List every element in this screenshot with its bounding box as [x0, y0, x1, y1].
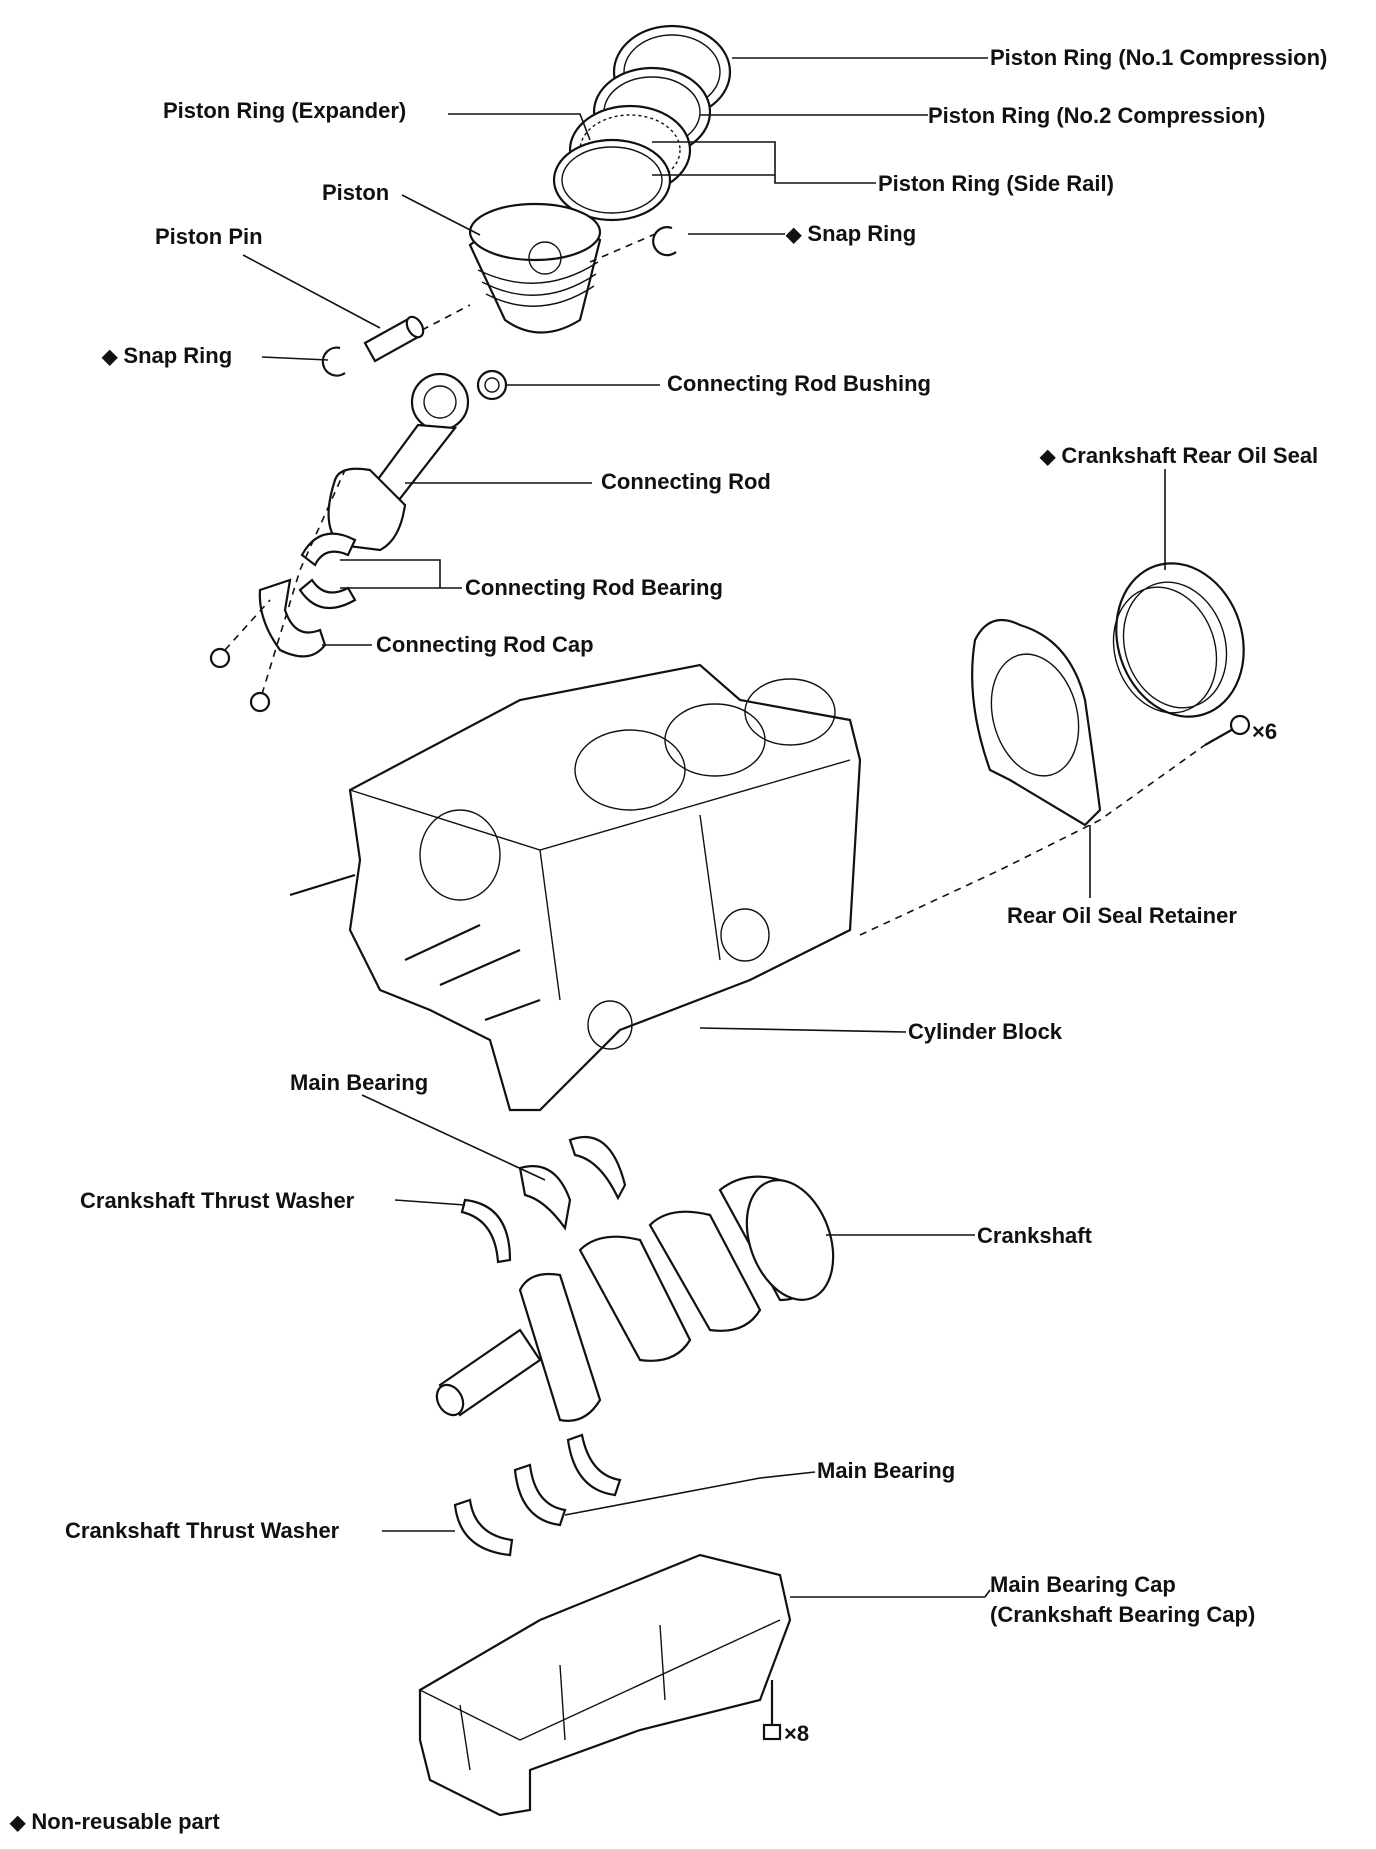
label-cap-bolt-quantity: ×8 — [784, 1721, 810, 1746]
seal-retainer-bolt-icon — [1204, 714, 1251, 746]
piston-pin-icon — [363, 315, 425, 363]
label-piston-pin: Piston Pin — [155, 224, 263, 249]
label-crankshaft-thrust-washer-lower: Crankshaft Thrust Washer — [65, 1518, 340, 1543]
label-piston-ring-side-rail: Piston Ring (Side Rail) — [878, 171, 1114, 196]
piston-ring-side-rail-icon — [552, 138, 672, 222]
main-bearing-lower-right-icon — [566, 1433, 622, 1497]
label-main-bearing-lower: Main Bearing — [817, 1458, 956, 1483]
connecting-rod-cap-icon — [258, 578, 327, 658]
non-reusable-marker: ◆ — [786, 224, 802, 246]
main-bearing-upper-right-icon — [568, 1135, 627, 1201]
rear-oil-seal-retainer-icon — [971, 618, 1102, 827]
main-bearing-cap-icon — [418, 1553, 792, 1817]
rod-nut-lower-icon — [249, 691, 271, 713]
label-crankshaft-bearing-cap: (Crankshaft Bearing Cap) — [990, 1602, 1256, 1627]
snap-ring-left-icon — [321, 346, 346, 377]
label-main-bearing-cap: Main Bearing Cap — [990, 1572, 1176, 1597]
label-piston-ring-expander: Piston Ring (Expander) — [163, 98, 407, 123]
label-main-bearing-upper: Main Bearing — [290, 1070, 429, 1095]
label-piston: Piston — [322, 180, 390, 205]
label-piston-ring-no2: Piston Ring (No.2 Compression) — [928, 103, 1266, 128]
label-crankshaft: Crankshaft — [977, 1223, 1092, 1248]
piston-icon — [468, 202, 602, 334]
label-connecting-rod-cap: Connecting Rod Cap — [376, 632, 594, 657]
snap-ring-right-icon — [652, 226, 677, 257]
connecting-rod-bearing-upper-icon — [300, 532, 357, 567]
connecting-rod-icon — [327, 372, 470, 552]
crankshaft-thrust-washer-lower-icon — [453, 1498, 514, 1557]
non-reusable-marker: ◆ — [10, 1812, 26, 1834]
rod-nut-upper-icon — [209, 647, 231, 669]
label-rear-oil-seal-retainer: Rear Oil Seal Retainer — [1007, 903, 1237, 928]
crankshaft-rear-oil-seal-icon — [1112, 562, 1245, 718]
crankshaft-icon — [435, 1175, 835, 1422]
cylinder-block-icon — [289, 663, 862, 1112]
label-snap-ring-left: ◆Snap Ring — [102, 343, 233, 368]
crankshaft-thrust-washer-upper-icon — [460, 1198, 512, 1264]
label-crankshaft-rear-oil-seal: ◆Crankshaft Rear Oil Seal — [1040, 443, 1319, 468]
non-reusable-marker: ◆ — [102, 346, 118, 368]
main-bearing-upper-left-icon — [518, 1165, 572, 1231]
label-connecting-rod: Connecting Rod — [601, 469, 771, 494]
label-piston-ring-no1: Piston Ring (No.1 Compression) — [990, 45, 1328, 70]
label-crankshaft-thrust-washer-upper: Crankshaft Thrust Washer — [80, 1188, 355, 1213]
connecting-rod-bearing-lower-icon — [298, 578, 357, 610]
main-cap-bolt-icon — [762, 1680, 782, 1741]
label-snap-ring-right: ◆Snap Ring — [786, 221, 917, 246]
main-bearing-lower-left-icon — [513, 1463, 567, 1527]
label-connecting-rod-bushing: Connecting Rod Bushing — [667, 371, 931, 396]
label-seal-bolt-quantity: ×6 — [1252, 719, 1278, 744]
non-reusable-marker: ◆ — [1040, 446, 1056, 468]
label-connecting-rod-bearing: Connecting Rod Bearing — [465, 575, 723, 600]
connecting-rod-bushing-icon — [476, 369, 508, 401]
label-cylinder-block: Cylinder Block — [908, 1019, 1063, 1044]
legend-non-reusable-part: ◆Non-reusable part — [10, 1809, 220, 1834]
